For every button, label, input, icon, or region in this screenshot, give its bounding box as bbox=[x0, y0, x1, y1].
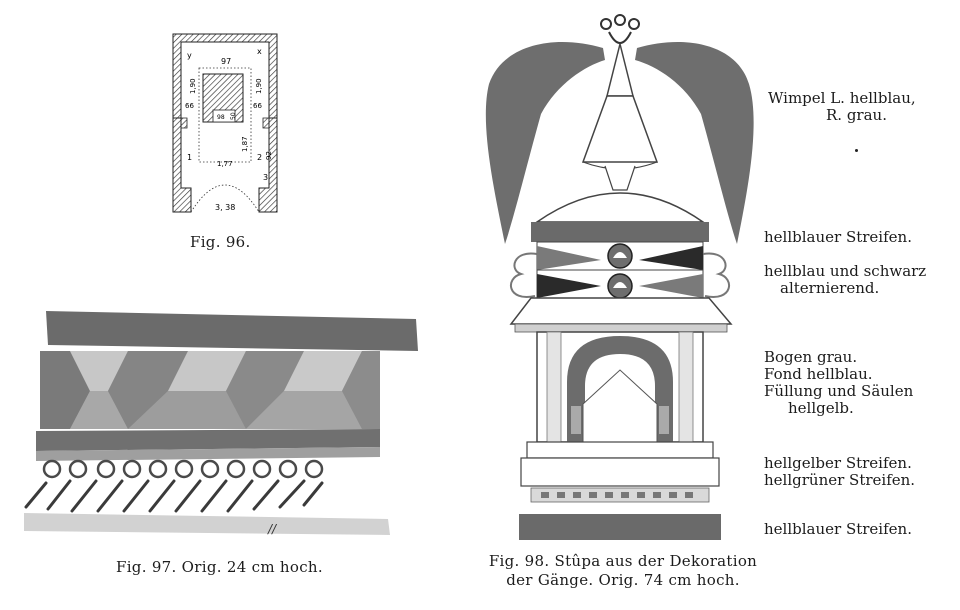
stupa-alternating-band bbox=[536, 241, 704, 299]
stupa-pennant-right bbox=[635, 42, 754, 244]
stupa-spire bbox=[606, 43, 634, 97]
plan-label-66a: 66 bbox=[185, 102, 194, 110]
fig97-caption: Fig. 97. Orig. 24 cm hoch. bbox=[116, 558, 323, 576]
plan-label-50: 50 bbox=[230, 112, 237, 120]
note-base-stripes: hellgelber Streifen. hellgrüner Streifen… bbox=[764, 455, 915, 489]
note-dot bbox=[855, 149, 858, 152]
note-bogen-line1: Bogen grau. bbox=[764, 348, 858, 366]
note-stripe3: hellgrüner Streifen. bbox=[764, 471, 916, 489]
plan-label-3: 3 bbox=[263, 173, 268, 182]
note-wimpel-line2: R. grau. bbox=[826, 106, 887, 124]
stupa-base-green bbox=[520, 457, 720, 487]
note-stripe2: hellgelber Streifen. bbox=[764, 454, 912, 472]
fig98-caption-line1: Fig. 98. Stûpa aus der Dekoration bbox=[488, 552, 758, 570]
stupa-blue-stripe bbox=[531, 222, 709, 242]
stupa-scroll-right bbox=[702, 252, 730, 298]
plan-label-190a: 1,90 bbox=[189, 78, 197, 94]
note-wimpel-line1: Wimpel L. hellblau, bbox=[768, 89, 916, 107]
note-bogen-line2: Fond hellblau. bbox=[764, 365, 873, 383]
plan-label-190b: 1,90 bbox=[255, 78, 263, 94]
note-alternating: hellblau und schwarz alternierend. bbox=[764, 263, 926, 297]
frieze-diagonal-strokes bbox=[24, 479, 324, 513]
stupa-scroll-left bbox=[510, 252, 538, 298]
plan-label-338: 3, 38 bbox=[215, 203, 235, 212]
note-alt-line1: hellblau und schwarz bbox=[764, 262, 927, 280]
stupa-base-yellow bbox=[526, 441, 714, 459]
plan-label-98: 98 bbox=[217, 114, 225, 121]
plan-label-x: x bbox=[257, 47, 262, 56]
note-bogen: Bogen grau. Fond hellblau. Füllung und S… bbox=[764, 349, 913, 417]
note-bogen-line4: hellgelb. bbox=[788, 399, 854, 417]
fig98-stupa bbox=[485, 14, 754, 540]
plan-right-wall-lower bbox=[258, 117, 278, 213]
stupa-pennant-left bbox=[485, 42, 605, 244]
fig96-floor-plan: y 97 x 1,90 1,90 66 66 98 50 1,87 1,77 1… bbox=[172, 33, 278, 213]
plan-label-187: 1,87 bbox=[241, 136, 249, 152]
frieze-lower-band bbox=[36, 429, 380, 451]
stupa-base-blue bbox=[519, 514, 721, 540]
note-bogen-line3: Füllung und Säulen bbox=[764, 382, 914, 400]
fig97-frieze: // bbox=[24, 311, 418, 536]
note-stripe4: hellblauer Streifen. bbox=[764, 520, 912, 538]
plan-left-wall-lower bbox=[172, 117, 192, 213]
frieze-zigzag-facets bbox=[40, 351, 380, 429]
plan-label-97: 97 bbox=[221, 57, 231, 66]
note-wimpel: Wimpel L. hellblau, R. grau. bbox=[768, 90, 916, 124]
frieze-mark: // bbox=[267, 522, 278, 536]
fig98-caption: Fig. 98. Stûpa aus der Dekoration der Gä… bbox=[478, 552, 768, 590]
plan-label-177: 1,77 bbox=[217, 160, 233, 168]
stupa-base-dots bbox=[541, 492, 693, 498]
note-alt-line2: alternierend. bbox=[780, 279, 880, 297]
frieze-top-beam bbox=[46, 311, 418, 351]
plan-label-92: 92 bbox=[265, 151, 273, 160]
stupa-roof bbox=[509, 297, 733, 325]
fig96-caption: Fig. 96. bbox=[190, 233, 251, 251]
plan-label-y: y bbox=[187, 51, 192, 60]
frieze-bottom-band bbox=[24, 513, 390, 535]
frieze-circle-row bbox=[42, 459, 324, 479]
plan-label-66b: 66 bbox=[253, 102, 262, 110]
stupa-dome bbox=[534, 192, 706, 223]
fig98-caption-line2: der Gänge. Orig. 74 cm hoch. bbox=[506, 571, 740, 589]
note-stripe1: hellblauer Streifen. bbox=[764, 228, 912, 246]
stupa-finial bbox=[600, 14, 640, 44]
plan-label-1: 1 bbox=[187, 153, 192, 162]
plan-label-2: 2 bbox=[257, 153, 262, 162]
